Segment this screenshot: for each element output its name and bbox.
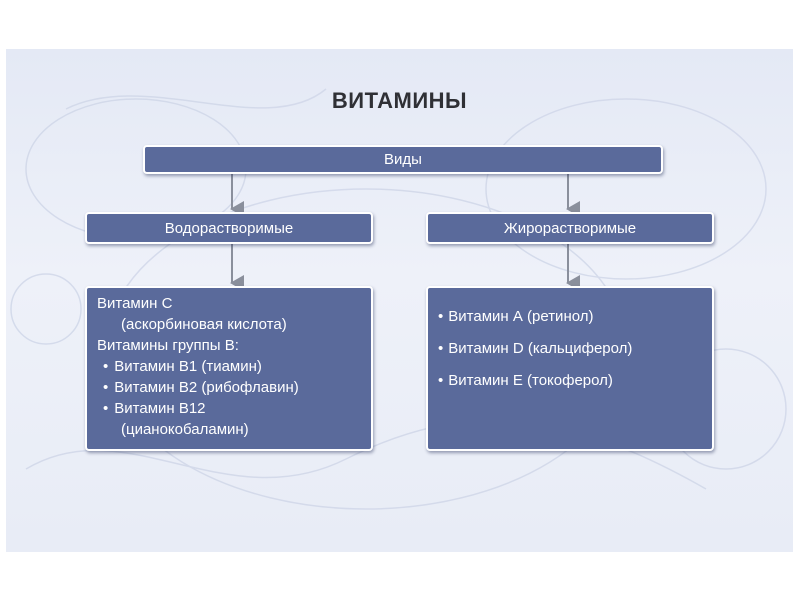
slide-background: ВИТАМИНЫ Виды Водорастворимые Жирораство…: [6, 49, 793, 552]
fat-soluble-list: Витамин А (ретинол) Витамин D (кальцифер…: [426, 286, 714, 451]
list-item: Витамин D (кальциферол): [438, 338, 702, 359]
water-soluble-node: Водорастворимые: [85, 212, 373, 244]
fat-soluble-node: Жирорастворимые: [426, 212, 714, 244]
fat-soluble-label: Жирорастворимые: [504, 220, 636, 237]
list-item: Витамин Е (токоферол): [438, 370, 702, 391]
root-node-label: Виды: [384, 151, 422, 168]
list-item: Витамин В2 (рибофлавин): [97, 377, 361, 398]
list-item: Витамин В12: [97, 398, 361, 419]
list-item: (аскорбиновая кислота): [97, 314, 361, 335]
root-node: Виды: [143, 145, 663, 174]
list-item: Витамины группы В:: [97, 335, 361, 356]
water-soluble-label: Водорастворимые: [165, 220, 293, 237]
list-item: Витамин С: [97, 293, 361, 314]
list-item: Витамин А (ретинол): [438, 306, 702, 327]
water-soluble-list: Витамин С (аскорбиновая кислота) Витамин…: [85, 286, 373, 451]
list-item: (цианокобаламин): [97, 419, 361, 440]
list-item: Витамин В1 (тиамин): [97, 356, 361, 377]
